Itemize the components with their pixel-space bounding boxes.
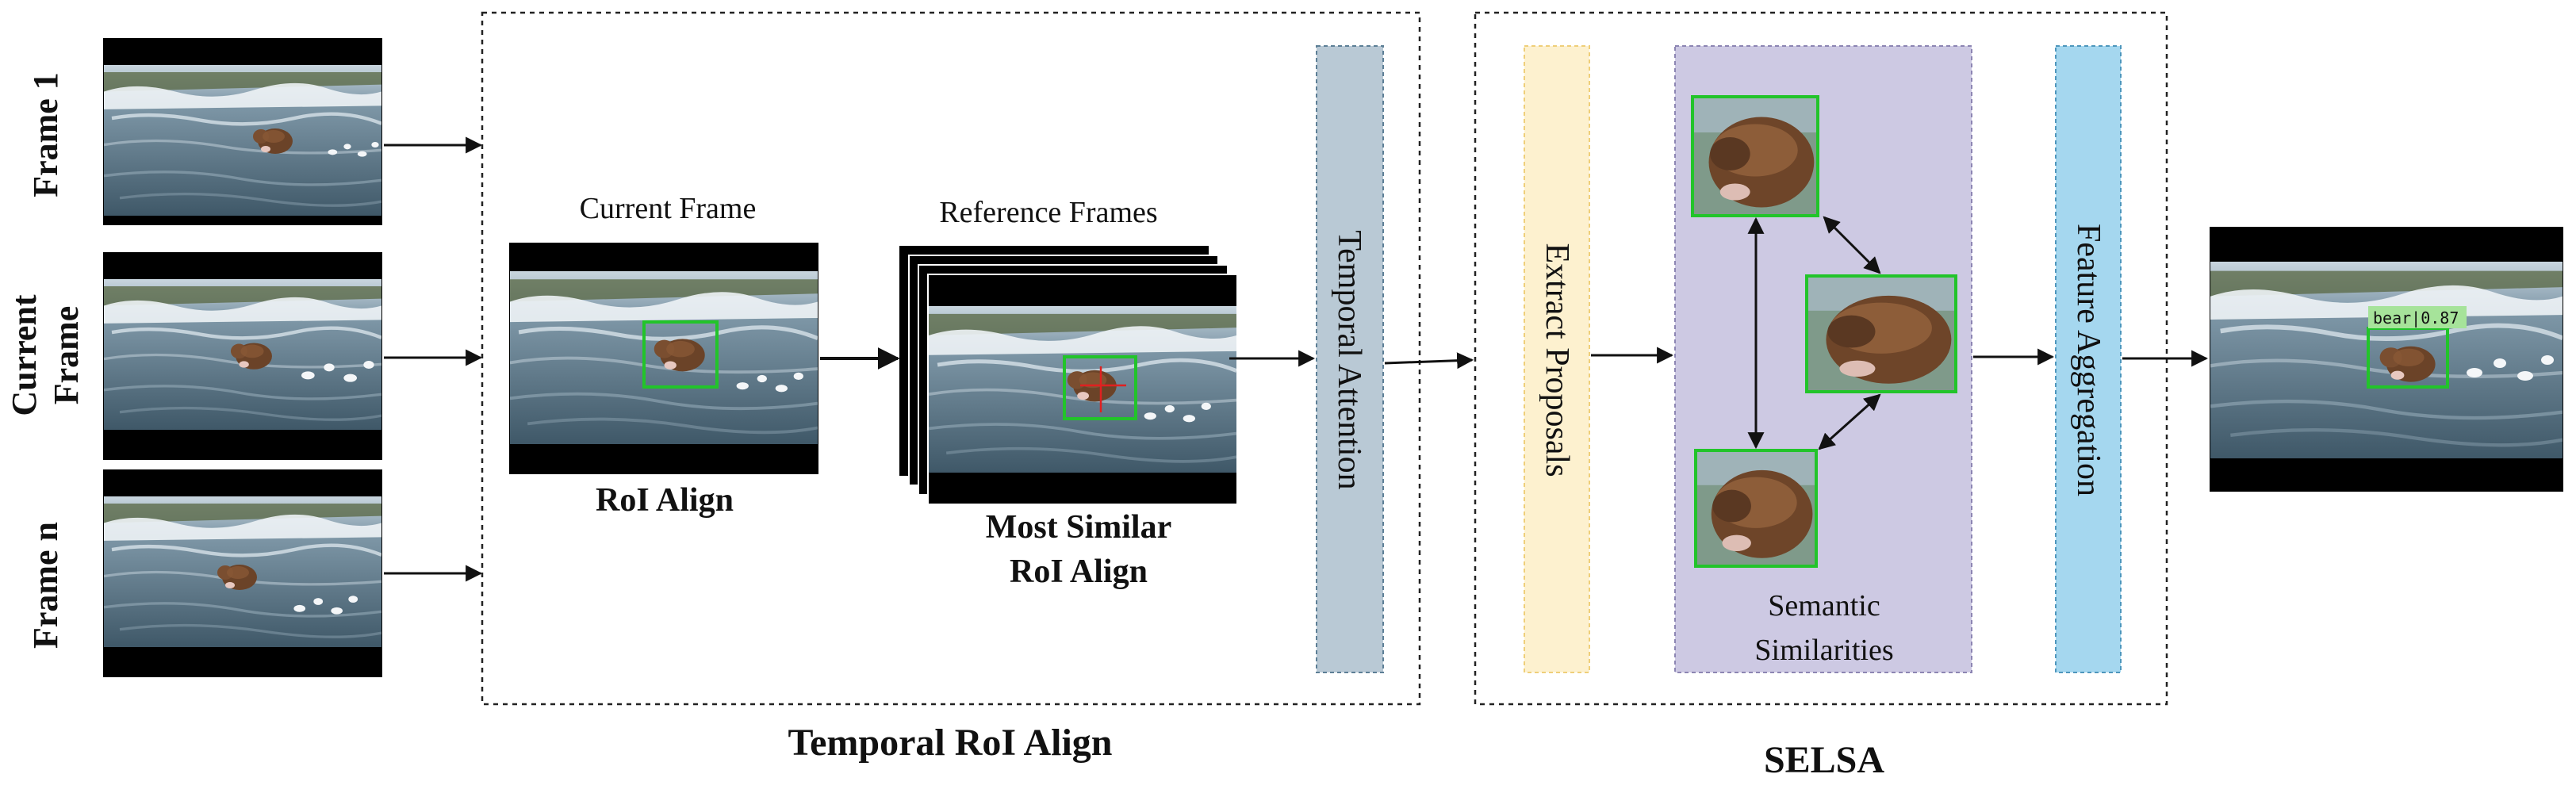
current-frame-image <box>103 252 382 460</box>
current-frame-label-line1: Current <box>5 294 44 416</box>
reference-frames-heading: Reference Frames <box>939 196 1157 229</box>
proposal-crop-middle <box>1805 274 1957 393</box>
most-similar-label-line2: RoI Align <box>1010 554 1148 590</box>
roi-align-label: RoI Align <box>596 482 734 519</box>
temporal-attention-label: Temporal Attention <box>1331 230 1367 489</box>
feature-aggregation-label: Feature Aggregation <box>2070 224 2106 496</box>
semantic-similarities-line2: Similarities <box>1754 634 1893 667</box>
temporal-attention-block <box>1316 45 1384 673</box>
detection-label: bear|0.87 <box>2373 308 2459 328</box>
most-similar-roi-box <box>1063 355 1137 420</box>
frame-1-label: Frame 1 <box>26 72 65 197</box>
current-frame-label-line2: Frame <box>47 306 86 405</box>
frame-n-label: Frame n <box>26 522 65 649</box>
temporal-roi-align-panel: Current Frame Reference Frames RoI Align… <box>481 11 1421 764</box>
semantic-similarities-line1: Semantic <box>1768 589 1880 623</box>
extract-proposals-label: Extract Proposals <box>1539 243 1575 477</box>
selsa-panel: Extract Proposals Semantic Similarities … <box>1474 11 2168 781</box>
similarity-arrow-top-middle <box>1823 216 1881 274</box>
current-frame-heading: Current Frame <box>580 192 757 225</box>
most-similar-label-line1: Most Similar <box>986 509 1171 546</box>
arrow-attention-to-selsa <box>1384 352 1474 370</box>
temporal-roi-align-title: Temporal RoI Align <box>788 722 1113 764</box>
current-frame-roi-image <box>509 243 818 474</box>
feature-aggregation-block <box>2055 45 2122 673</box>
extract-proposals-block <box>1524 45 1590 673</box>
input-frames: Frame 1 Current Frame Frame n <box>5 38 382 677</box>
proposal-crop-top <box>1691 95 1819 217</box>
roi-bounding-box <box>642 320 719 389</box>
proposal-crop-bottom <box>1694 449 1818 568</box>
frame-1-image <box>103 38 382 225</box>
detection-label-bg <box>2368 306 2467 328</box>
output-frame-image: bear|0.87 <box>2210 227 2563 492</box>
reference-frames-stack <box>899 246 1238 505</box>
selsa-title: SELSA <box>1764 739 1884 781</box>
frame-n-image <box>103 469 382 677</box>
similarity-arrow-bottom-middle <box>1818 393 1881 450</box>
